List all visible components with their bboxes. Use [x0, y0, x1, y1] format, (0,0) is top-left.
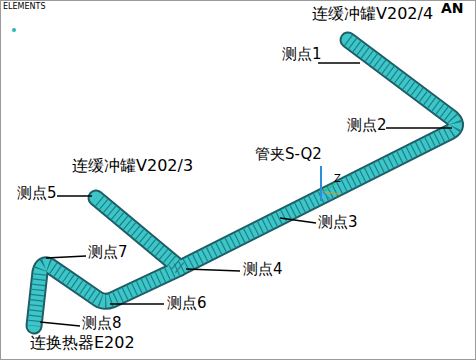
callout-label: 测点7: [88, 244, 128, 261]
callout-label: 测点3: [318, 214, 358, 231]
leader-line: [46, 256, 86, 258]
callout-label: 连换热器E202: [30, 334, 135, 352]
leader-line: [318, 62, 360, 64]
callout-label: 测点1: [282, 46, 322, 63]
clamp-marker: [320, 166, 322, 201]
leader-line: [386, 127, 452, 129]
leader-line: [186, 269, 240, 271]
callout-label: 测点2: [347, 117, 387, 134]
view-title: ELEMENTS: [3, 3, 45, 12]
axis: [323, 192, 340, 194]
callout-label: 测点8: [82, 315, 122, 332]
callout-label: 连缓冲罐V202/4: [312, 5, 433, 23]
callout-label: 测点4: [243, 261, 283, 278]
axis: [323, 184, 335, 192]
logo-text: AN: [441, 1, 464, 16]
callout-label: 连缓冲罐V202/3: [72, 157, 193, 175]
leader-lines: [40, 63, 452, 326]
axis-triad: [323, 184, 340, 200]
callout-label: Z: [334, 173, 341, 184]
callout-label: 测点6: [167, 295, 207, 312]
axis: [323, 192, 331, 200]
callout-label: 测点5: [17, 185, 57, 202]
leader-line: [40, 322, 80, 326]
pipe-outline: [34, 40, 456, 326]
leader-line: [280, 218, 316, 223]
marker-dot: [12, 28, 16, 32]
leader-line: [110, 303, 164, 305]
pipe-mesh: [34, 40, 456, 326]
pipe-body: [34, 40, 456, 326]
leader-line: [57, 195, 92, 197]
callout-label: 管夹S-Q2: [255, 146, 322, 163]
